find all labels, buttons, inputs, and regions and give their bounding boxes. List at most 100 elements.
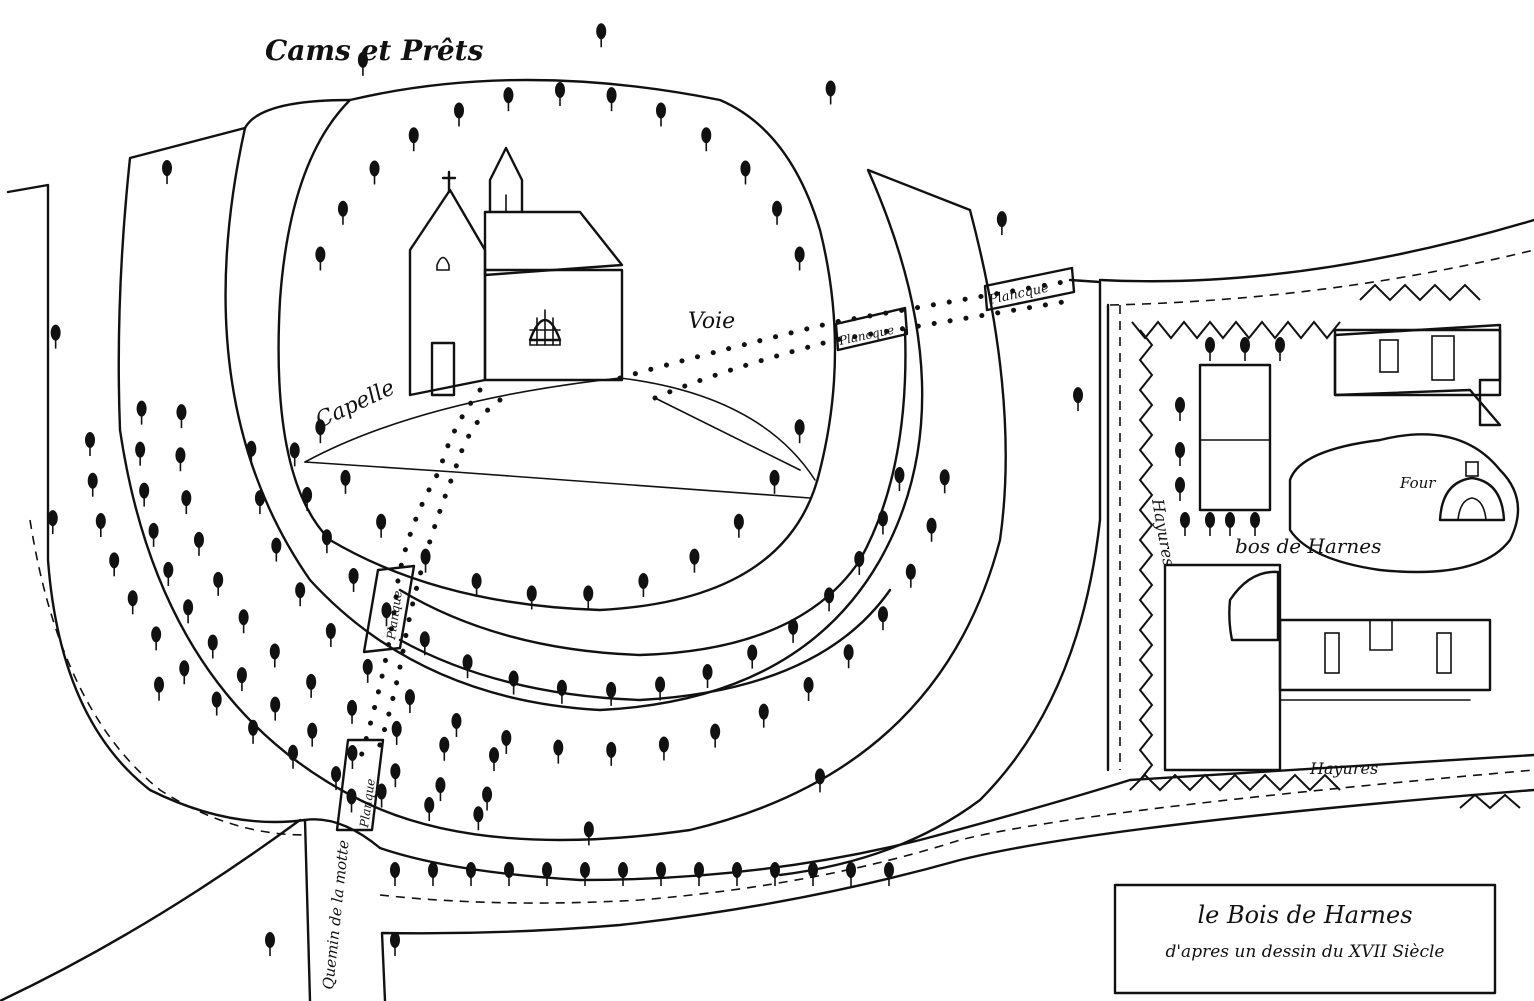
tree-icon (824, 587, 835, 612)
tree-icon (315, 419, 326, 444)
tree-icon (702, 663, 713, 688)
tree-icon (583, 585, 594, 610)
tree-icon (733, 513, 744, 538)
tree-icon (503, 87, 514, 112)
tree-icon (315, 246, 326, 271)
tree-icon (583, 821, 594, 846)
tree-icon (238, 609, 249, 634)
dotted-paths (357, 277, 1078, 763)
tree-icon (269, 643, 280, 668)
tree-icon (471, 572, 482, 597)
tree-icon (501, 729, 512, 754)
tree-icon (580, 862, 590, 886)
tree-icon (808, 862, 818, 886)
tree-icon (772, 200, 783, 225)
tree-icon (732, 862, 742, 886)
tree-icon (877, 510, 888, 535)
tree-icon (420, 548, 431, 573)
tree-icon (348, 567, 359, 592)
chapel (408, 188, 624, 397)
tree-icon (213, 571, 224, 596)
tree-icon (606, 681, 617, 706)
tree-icon (357, 51, 368, 76)
tree-icon (1205, 337, 1215, 361)
tree-icon (939, 469, 950, 494)
tree-icon (340, 469, 351, 494)
tree-icon (656, 102, 667, 127)
tree-icon (1275, 337, 1285, 361)
tree-icon (47, 510, 58, 535)
inner-enclosure (243, 78, 907, 702)
tree-icon (803, 677, 814, 702)
tree-icon (770, 862, 780, 886)
tree-icon (794, 419, 805, 444)
tree-icon (271, 537, 282, 562)
tree-icon (288, 744, 299, 769)
hedge-label-bottom: Hayures (1309, 759, 1378, 778)
tree-icon (176, 404, 187, 429)
tree-icon (331, 766, 342, 791)
oven-icon (1438, 461, 1506, 522)
tree-icon (466, 862, 476, 886)
top-title: Cams et Prêts (265, 34, 484, 67)
tree-icon (270, 696, 281, 721)
tree-icon (362, 658, 373, 683)
tree-icon (453, 102, 464, 127)
tree-icon (346, 788, 357, 813)
tree-icon (376, 783, 387, 808)
tree-icon (794, 246, 805, 271)
tree-icon (376, 513, 387, 538)
tree-icon (556, 679, 567, 704)
tree-icon (1240, 337, 1250, 361)
tree-icon (553, 739, 564, 764)
tree-icon (606, 87, 617, 112)
tree-icon (419, 631, 430, 656)
tree-icon (701, 127, 712, 152)
tree-icon (369, 160, 380, 185)
path-label: Voie (688, 309, 735, 334)
tree-icon (1225, 512, 1235, 536)
tree-icon (175, 447, 186, 472)
chapel-label: Capelle (312, 375, 399, 433)
tree-icon (390, 932, 400, 956)
tree-icon (740, 160, 751, 185)
tree-icon (1250, 512, 1260, 536)
tree-icon (181, 490, 192, 515)
tree-icon (391, 720, 402, 745)
tree-icon (854, 550, 865, 575)
farm-area (1098, 218, 1534, 772)
plank-label-4: Planque (357, 778, 378, 830)
tree-icon (451, 712, 462, 737)
steeple-icon (488, 146, 524, 214)
tree-icon (1180, 512, 1190, 536)
tree-icon (193, 531, 204, 556)
cartouche-title: le Bois de Harnes (1197, 901, 1412, 929)
tree-icon (265, 932, 275, 956)
tree-icon (325, 622, 336, 647)
tree-icon (825, 80, 836, 105)
tree-icon (482, 786, 493, 811)
tree-icon (655, 676, 666, 701)
tree-icon (347, 744, 358, 769)
tree-icon (504, 862, 514, 886)
tree-icon (1205, 512, 1215, 536)
tree-icon (408, 127, 419, 152)
tree-icon (473, 806, 484, 831)
tree-icon (843, 644, 854, 669)
road-network (0, 183, 1534, 1001)
tree-icon (85, 432, 95, 456)
trees (47, 23, 1285, 956)
tree-icon (526, 585, 537, 610)
tree-icon (246, 440, 257, 465)
wood-label: bos de Harnes (1235, 534, 1381, 558)
tree-icon (758, 703, 769, 728)
tree-icon (439, 736, 450, 761)
tree-icon (135, 441, 146, 466)
tree-icon (1175, 397, 1185, 421)
tree-icon (710, 723, 721, 748)
plank-label-3: Planque (384, 590, 405, 642)
tree-icon (1175, 442, 1185, 466)
tree-icon (148, 522, 159, 547)
tree-icon (618, 862, 628, 886)
tree-icon (1175, 477, 1185, 501)
